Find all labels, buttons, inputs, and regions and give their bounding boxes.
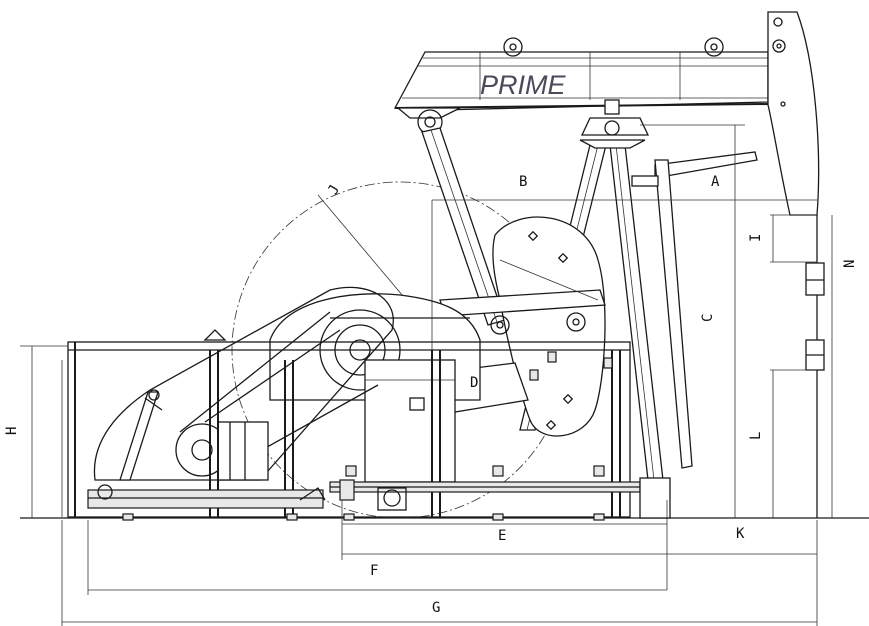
brand-label: PRIME — [480, 70, 567, 100]
label-C: C — [700, 314, 716, 322]
label-G: G — [432, 600, 440, 616]
label-D: D — [470, 375, 478, 391]
pitman-arm — [421, 127, 506, 326]
label-L: L — [748, 432, 764, 440]
belt-guard — [93, 286, 394, 481]
carrier-bar — [805, 262, 825, 371]
brake-lever — [631, 151, 758, 469]
label-N: N — [842, 260, 858, 268]
label-A: A — [711, 174, 720, 190]
anchor-feet — [122, 479, 605, 521]
label-I: I — [748, 234, 764, 242]
label-J: J — [325, 182, 343, 197]
label-K: K — [736, 526, 745, 542]
motor — [175, 421, 269, 481]
motor-adjust-lever — [119, 389, 163, 481]
base-skid — [87, 477, 671, 519]
equalizer — [396, 107, 461, 135]
label-B: B — [519, 174, 527, 190]
label-F: F — [370, 563, 378, 579]
label-H: H — [4, 427, 20, 435]
walking-beam: PRIME — [393, 37, 769, 111]
frame-bolts — [345, 351, 613, 477]
dimension-labels: A B C D E F G H I J K L N — [4, 174, 858, 616]
label-E: E — [498, 528, 506, 544]
dimension-lines — [20, 124, 833, 626]
